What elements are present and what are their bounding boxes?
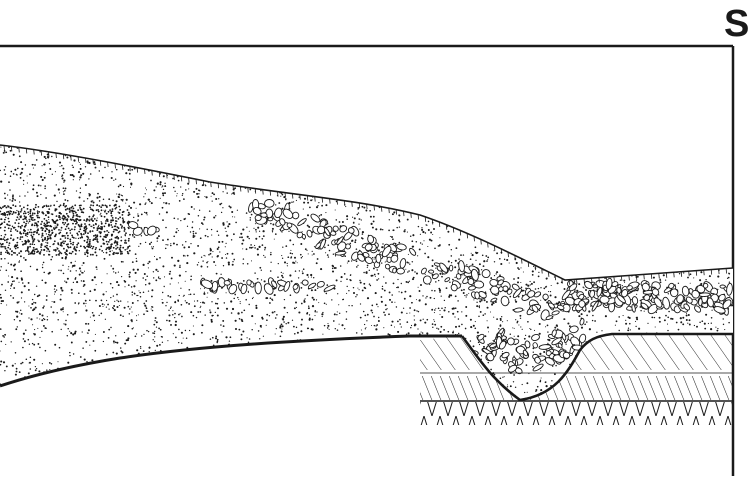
bedrock-lower xyxy=(420,402,733,425)
orientation-label: S xyxy=(724,4,749,44)
bedrock-middle xyxy=(420,376,733,400)
